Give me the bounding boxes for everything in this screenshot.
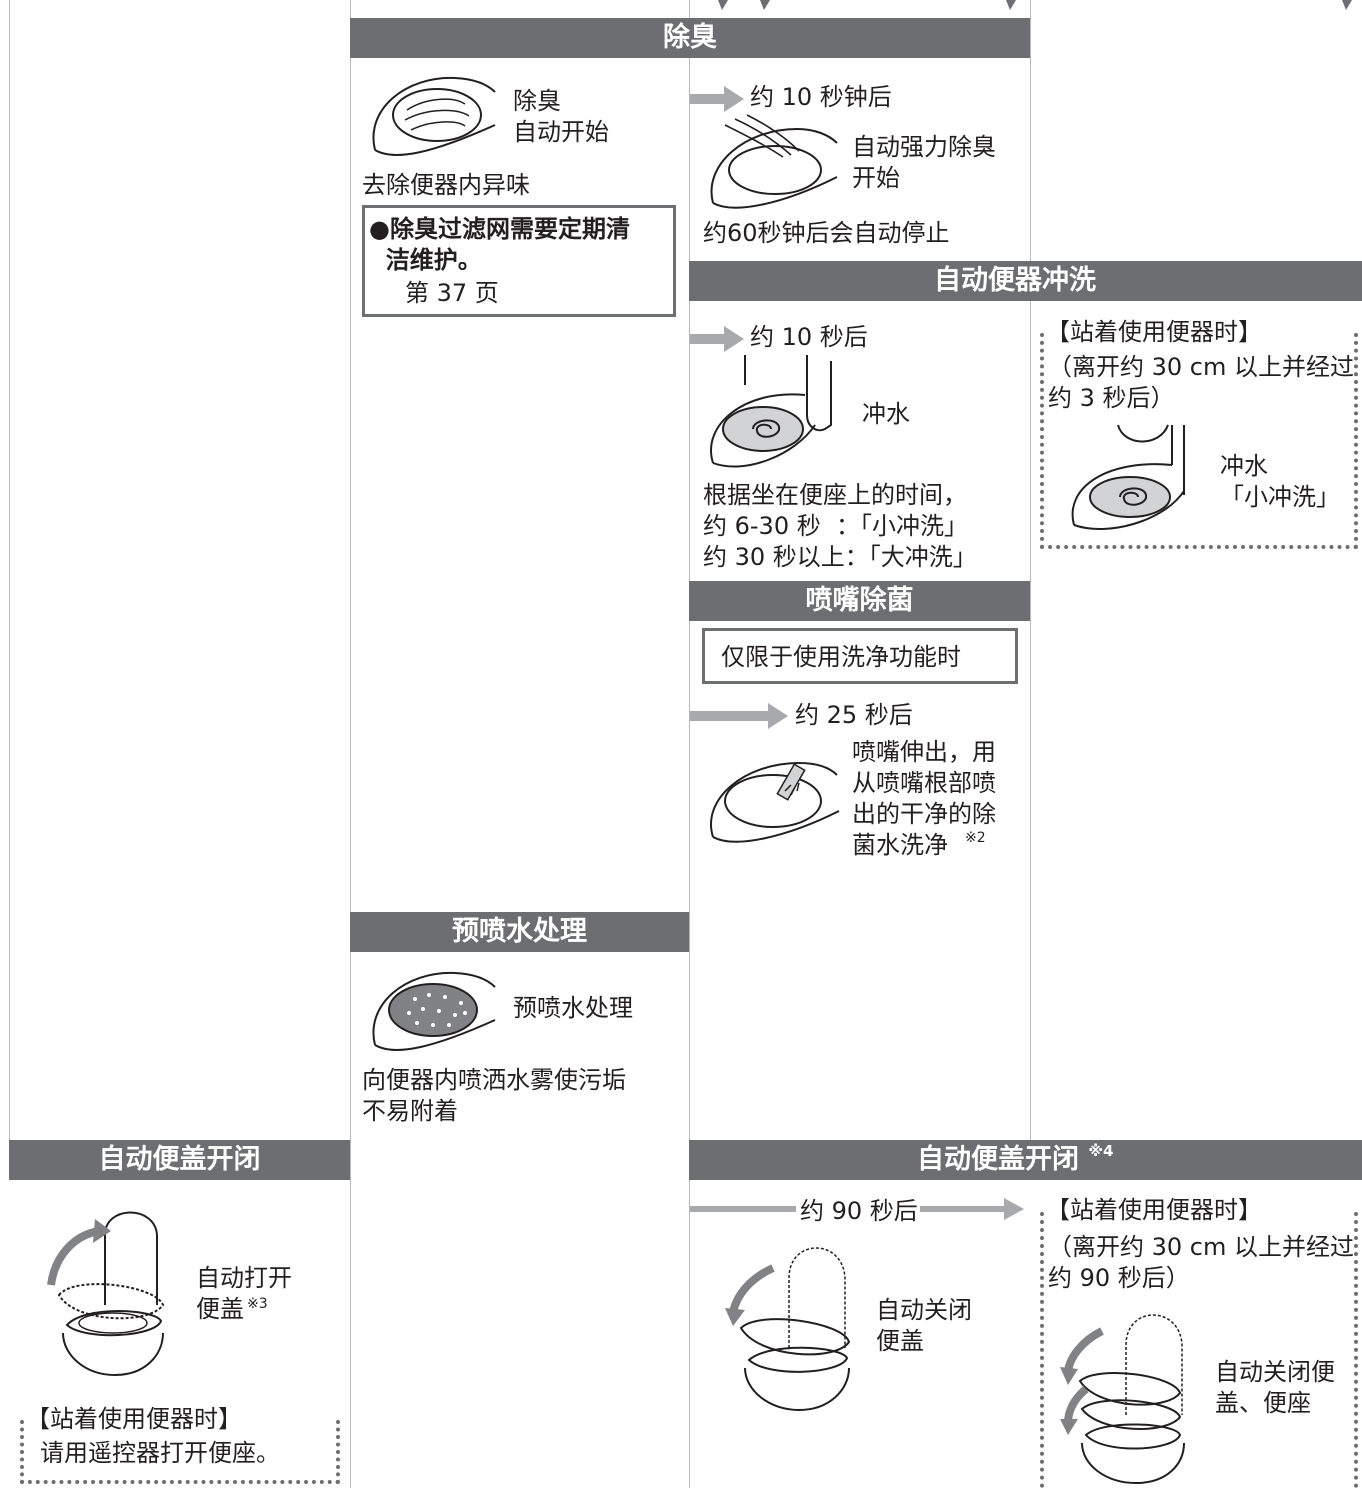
flush-description: 根据坐在便座上的时间， 约 6-30 秒 ：「小冲洗」 约 30 秒以上：「大冲… — [703, 481, 977, 571]
flush-standing-condition: （离开约 30 cm 以上并经过 约 3 秒后） — [1048, 353, 1354, 412]
lid-open-standing-box — [20, 1420, 340, 1484]
toilet-lid-seat-close-icon — [1060, 1314, 1185, 1485]
lid-seat-close-label: 自动关闭便 盖、便座 — [1215, 1358, 1335, 1417]
nozzle-condition-text: 仅限于使用洗净功能时 — [721, 643, 961, 671]
nozzle-description: 喷嘴伸出，用 从喷嘴根部喷 出的干净的除 菌水洗净 — [852, 738, 996, 859]
nozzle-sterilize-header: 喷嘴除菌 — [689, 581, 1030, 621]
column-divider-3 — [689, 0, 690, 1488]
filter-note-bold: ●除臭过滤网需要定期清 洁维护。 — [369, 215, 630, 274]
lid-close-standing-title: 【站着使用便器时】 — [1046, 1195, 1268, 1226]
filter-maintenance-note: ●除臭过滤网需要定期清 洁维护。 第 37 页 — [362, 205, 676, 317]
lid-open-standing-title: 【站着使用便器时】 — [26, 1404, 248, 1435]
column-divider-2 — [350, 0, 351, 1488]
lid-close-delay-arrow-icon — [690, 1198, 1024, 1220]
prespray-label: 预喷水处理 — [513, 994, 633, 1022]
toilet-flush-icon — [710, 355, 832, 468]
standing-flush-label: 冲水 「小冲洗」 — [1220, 452, 1340, 511]
lid-close-standing-box — [1040, 1212, 1358, 1488]
nozzle-condition-box: 仅限于使用洗净功能时 — [702, 628, 1018, 684]
lid-close-label: 自动关闭 便盖 — [876, 1296, 972, 1355]
toilet-prespray-icon — [372, 971, 496, 1051]
auto-flush-header: 自动便器冲洗 — [689, 261, 1362, 301]
prespray-header: 预喷水处理 — [350, 912, 689, 952]
deodorize-delay-arrow-icon — [690, 86, 744, 112]
top-arrow-marks — [718, 0, 1352, 10]
toilet-nozzle-icon — [710, 761, 840, 843]
lid-open-footnote-mark: ※3 — [247, 1296, 268, 1312]
lid-close-standing-condition: （离开约 30 cm 以上并经过 约 90 秒后） — [1048, 1233, 1354, 1292]
deodorize-delay-text: 约 10 秒钟后 — [750, 83, 892, 111]
lid-close-header-mark: ※4 — [1088, 1142, 1114, 1160]
toilet-standing-flush-icon — [1071, 424, 1185, 530]
deodorize-description: 去除便器内异味 — [362, 171, 530, 199]
flush-label: 冲水 — [862, 400, 910, 428]
nozzle-delay-arrow-icon — [690, 703, 788, 729]
lid-close-delay-text: 约 90 秒后 — [800, 1197, 918, 1225]
lid-open-header: 自动便盖开闭 — [9, 1140, 350, 1180]
filter-note-page-ref: 第 37 页 — [405, 279, 499, 307]
toilet-bowl-deodorize-icon — [372, 76, 496, 156]
strong-deodorize-label: 自动强力除臭 开始 — [852, 133, 996, 192]
lid-open-label: 自动打开 便盖 — [196, 1264, 292, 1323]
toilet-lid-open-icon — [47, 1211, 165, 1377]
column-divider-1 — [9, 0, 10, 1140]
flush-standing-title: 【站着使用便器时】 — [1046, 317, 1268, 348]
flush-delay-text: 约 10 秒后 — [750, 323, 868, 351]
deodorize-header: 除臭 — [350, 18, 1030, 58]
toilet-strong-deodorize-icon — [710, 114, 838, 209]
deodorize-auto-label: 除臭 自动开始 — [513, 87, 609, 146]
prespray-description: 向便器内喷洒水雾使污垢 不易附着 — [362, 1066, 626, 1125]
lid-close-header-text: 自动便盖开闭 — [917, 1144, 1079, 1175]
lid-open-standing-text: 请用遥控器打开便座。 — [40, 1439, 280, 1467]
toilet-lid-close-icon — [725, 1247, 851, 1412]
column-divider-4 — [1030, 0, 1031, 1140]
nozzle-footnote-mark: ※2 — [965, 830, 986, 846]
flush-delay-arrow-icon — [690, 326, 744, 352]
lid-close-header: 自动便盖开闭 ※4 — [689, 1140, 1362, 1180]
nozzle-delay-text: 约 25 秒后 — [795, 701, 913, 729]
deodorize-auto-stop-text: 约60秒钟后会自动停止 — [703, 219, 950, 247]
flush-standing-box — [1040, 333, 1358, 549]
